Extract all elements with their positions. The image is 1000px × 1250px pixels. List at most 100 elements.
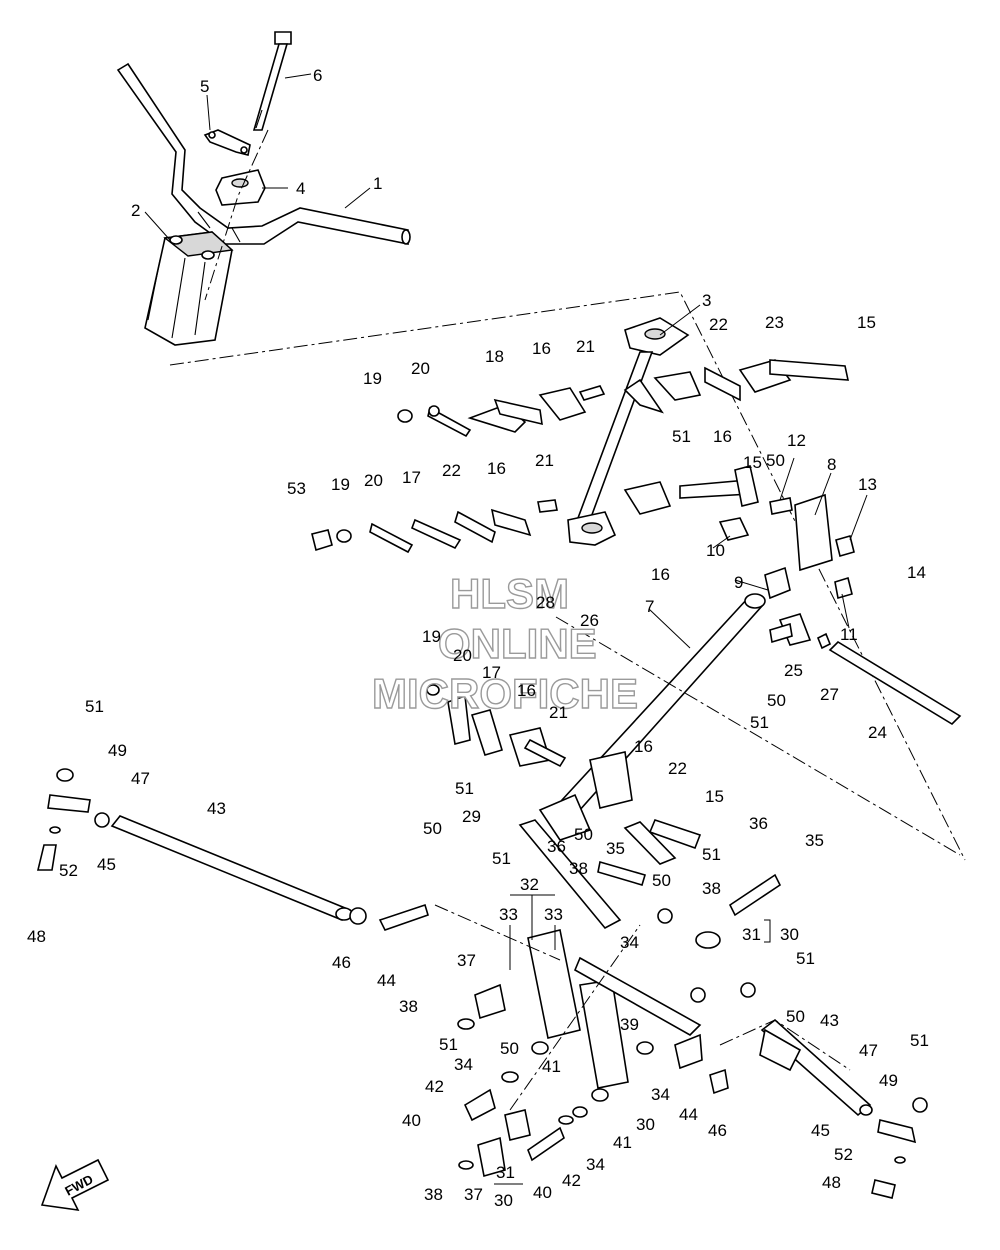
steering-bracket bbox=[718, 493, 855, 600]
steering-column bbox=[567, 317, 690, 546]
callout-c33a: 33 bbox=[499, 905, 518, 924]
callout-c16f: 16 bbox=[634, 737, 653, 756]
handlebar-clamp-lower bbox=[144, 231, 234, 346]
pitman-arm-assembly bbox=[518, 751, 702, 1089]
callout-c6: 6 bbox=[313, 66, 322, 85]
callout-c53: 53 bbox=[287, 479, 306, 498]
callout-c30a: 30 bbox=[780, 925, 799, 944]
callout-c51c: 51 bbox=[85, 697, 104, 716]
callout-c51a: 51 bbox=[672, 427, 691, 446]
callout-c34c: 34 bbox=[651, 1085, 670, 1104]
watermark: HLSM ONLINE MICROFICHE bbox=[371, 569, 638, 717]
callout-c28: 28 bbox=[536, 593, 555, 612]
callout-c19c: 19 bbox=[422, 627, 441, 646]
callout-c47b: 47 bbox=[859, 1041, 878, 1060]
callout-c51d: 51 bbox=[455, 779, 474, 798]
callout-c44a: 44 bbox=[377, 971, 396, 990]
callout-c27: 27 bbox=[820, 685, 839, 704]
callout-c22c: 22 bbox=[668, 759, 687, 778]
callout-c37a: 37 bbox=[457, 951, 476, 970]
callout-c19b: 19 bbox=[331, 475, 350, 494]
callout-c21a: 21 bbox=[576, 337, 595, 356]
callout-c2: 2 bbox=[131, 201, 140, 220]
tie-rod-left bbox=[36, 768, 429, 931]
callout-c11: 11 bbox=[840, 625, 858, 644]
callout-c48b: 48 bbox=[822, 1173, 841, 1192]
callout-c42a: 42 bbox=[425, 1077, 444, 1096]
callout-c51h: 51 bbox=[439, 1035, 458, 1054]
callout-c31b: 31 bbox=[496, 1163, 515, 1182]
callout-c18: 18 bbox=[485, 347, 504, 366]
callout-c30b: 30 bbox=[636, 1115, 655, 1134]
callout-c38c: 38 bbox=[399, 997, 418, 1016]
callout-c14: 14 bbox=[907, 563, 926, 582]
callout-c45b: 45 bbox=[811, 1121, 830, 1140]
callout-c24: 24 bbox=[868, 723, 887, 742]
callout-c21c: 21 bbox=[549, 703, 568, 722]
callout-c15a: 15 bbox=[857, 313, 876, 332]
callout-c16a: 16 bbox=[532, 339, 551, 358]
callout-c21b: 21 bbox=[535, 451, 554, 470]
callout-c38b: 38 bbox=[702, 879, 721, 898]
callout-c35b: 35 bbox=[805, 831, 824, 850]
callout-c13: 13 bbox=[858, 475, 877, 494]
callout-c37b: 37 bbox=[464, 1185, 483, 1204]
callout-c16c: 16 bbox=[487, 459, 506, 478]
callout-c43a: 43 bbox=[207, 799, 226, 818]
watermark-line1: HLSM bbox=[450, 570, 569, 617]
callout-c42b: 42 bbox=[562, 1171, 581, 1190]
right-pivot-bolts bbox=[597, 860, 782, 1003]
callout-c50c: 50 bbox=[574, 825, 593, 844]
axis-line-right bbox=[555, 616, 961, 856]
callout-c50e: 50 bbox=[652, 871, 671, 890]
upper-linkage-row bbox=[397, 359, 850, 438]
callout-c50g: 50 bbox=[500, 1039, 519, 1058]
lower-bolts-collars bbox=[457, 983, 802, 1178]
callout-c51e: 51 bbox=[492, 849, 511, 868]
callout-c38d: 38 bbox=[424, 1185, 443, 1204]
callout-c16b: 16 bbox=[713, 427, 732, 446]
callout-c31a: 31 bbox=[742, 925, 761, 944]
callout-c32: 32 bbox=[520, 875, 539, 894]
callout-c47a: 47 bbox=[131, 769, 150, 788]
group-brackets bbox=[494, 894, 771, 1185]
callout-c19a: 19 bbox=[363, 369, 382, 388]
callout-c9: 9 bbox=[734, 573, 743, 592]
handlebar-plate bbox=[203, 129, 251, 156]
callout-c29: 29 bbox=[462, 807, 481, 826]
callout-c51i: 51 bbox=[910, 1031, 929, 1050]
middle-linkage-row bbox=[311, 465, 759, 554]
callout-c30c: 30 bbox=[494, 1191, 513, 1210]
callout-c50d: 50 bbox=[423, 819, 442, 838]
callout-c12: 12 bbox=[787, 431, 806, 450]
callout-c3: 3 bbox=[702, 291, 711, 310]
callout-c33b: 33 bbox=[544, 905, 563, 924]
handlebar-upper-holder bbox=[215, 169, 266, 206]
callout-c8: 8 bbox=[827, 455, 836, 474]
callout-c40b: 40 bbox=[533, 1183, 552, 1202]
watermark-line2: ONLINE bbox=[438, 620, 597, 667]
callout-c46b: 46 bbox=[708, 1121, 727, 1140]
callout-c39: 39 bbox=[620, 1015, 639, 1034]
callout-c41a: 41 bbox=[542, 1057, 561, 1076]
callout-c7: 7 bbox=[645, 597, 654, 616]
callout-c34a: 34 bbox=[620, 933, 639, 952]
callout-c50f: 50 bbox=[786, 1007, 805, 1026]
bolt-axis-line bbox=[204, 129, 269, 301]
callout-c49a: 49 bbox=[108, 741, 127, 760]
callout-c1: 1 bbox=[373, 174, 382, 193]
callout-c15c: 15 bbox=[705, 787, 724, 806]
callout-c40a: 40 bbox=[402, 1111, 421, 1130]
callout-c20c: 20 bbox=[453, 646, 472, 665]
callout-c16e: 16 bbox=[517, 681, 536, 700]
callout-c10: 10 bbox=[706, 541, 725, 560]
callout-c15b: 15 bbox=[743, 453, 762, 472]
callout-c36b: 36 bbox=[749, 814, 768, 833]
handlebar-bolt bbox=[252, 31, 292, 131]
callout-c45a: 45 bbox=[97, 855, 116, 874]
axis-line-pivot bbox=[509, 924, 641, 1111]
callout-c44b: 44 bbox=[679, 1105, 698, 1124]
callout-c49b: 49 bbox=[879, 1071, 898, 1090]
handlebar bbox=[116, 62, 411, 245]
